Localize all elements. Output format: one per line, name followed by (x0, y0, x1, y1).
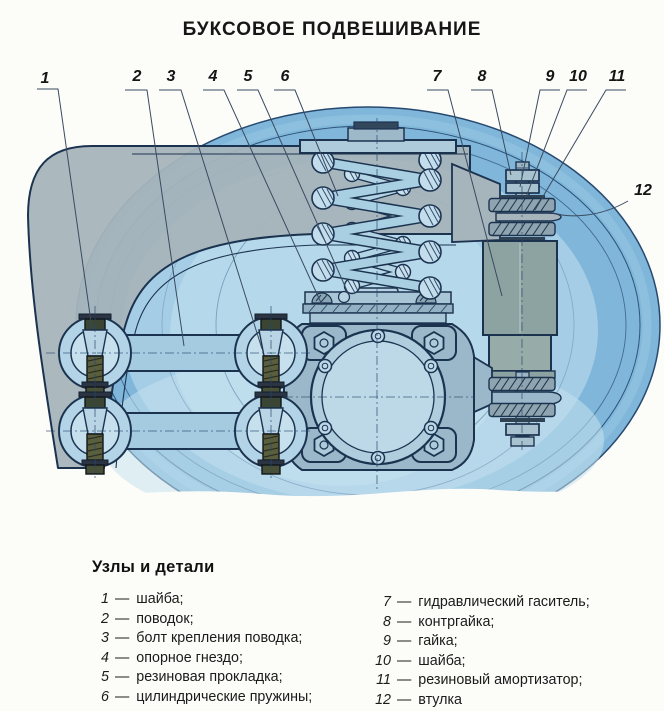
legend-item: 2 — поводок; (92, 610, 392, 630)
leader-lines (37, 88, 629, 350)
axlebox (283, 323, 475, 471)
callout-1: 1 (41, 70, 50, 87)
cylindrical-springs (311, 148, 442, 300)
legend-item: 3 — болт крепления поводка; (92, 629, 392, 649)
legend-left: Узлы и детали 1 — шайба; 2 — поводок; 3 — болт… (92, 558, 392, 708)
legend-item-text: поводок; (136, 610, 194, 627)
callout-8: 8 (478, 68, 487, 85)
legend-item-text: гайка; (418, 633, 458, 650)
dash: — (115, 669, 130, 686)
dash: — (397, 652, 412, 669)
legend-item-number: 2 (101, 610, 109, 627)
cover-bolt (317, 420, 333, 436)
nut (505, 182, 540, 194)
callout-10: 10 (569, 68, 587, 85)
legend-item-number: 7 (383, 594, 391, 610)
page-title: БУКСОВОЕ ПОДВЕШИВАНИЕ (182, 19, 482, 40)
legend-item-text: болт крепления поводка; (136, 630, 303, 647)
legend-item: 11 — резиновый амортизатор; (364, 671, 654, 691)
leader-8 (471, 89, 512, 176)
leader-11 (534, 89, 626, 211)
legend-item-number: 4 (101, 649, 109, 666)
callout-5: 5 (244, 68, 254, 85)
legend-item: 4 — опорное гнездо; (92, 649, 392, 669)
legend-item: 1 — шайба; (92, 590, 392, 610)
leader-3 (159, 89, 263, 350)
dash: — (397, 613, 412, 630)
callout-2: 2 (132, 68, 142, 85)
legend-item-number: 3 (101, 630, 109, 647)
leader-6 (274, 89, 339, 197)
legend-item-number: 1 (101, 591, 109, 607)
callout-numbers: 1 2 3 4 5 6 7 8 9 10 11 12 (41, 68, 652, 199)
legend-item-number: 5 (101, 669, 109, 686)
washer-bottom (500, 418, 545, 422)
cover-bolt (423, 420, 439, 436)
spring-top-plate (299, 121, 457, 154)
legend-item-text: гидравлический гаситель; (418, 594, 590, 610)
dash: — (397, 633, 412, 650)
damper-cylinder-lower (488, 334, 552, 372)
hydraulic-damper (451, 161, 562, 447)
callout-3: 3 (167, 68, 176, 85)
legend-item-number: 12 (375, 691, 391, 708)
callout-4: 4 (208, 68, 218, 85)
legend-item-text: резиновый амортизатор; (418, 672, 583, 689)
legend-heading: Узлы и детали (92, 558, 215, 576)
dash: — (397, 691, 412, 708)
legend-item-number: 8 (383, 613, 391, 630)
legend-item: 9 — гайка; (364, 632, 654, 652)
callout-12: 12 (634, 182, 652, 199)
dash: — (397, 672, 412, 689)
legend-item-number: 6 (101, 688, 109, 705)
dash: — (115, 649, 130, 666)
cover-bolt (317, 358, 333, 374)
leader-9 (519, 89, 560, 188)
centerlines (46, 118, 523, 492)
legend-item-text: втулка (418, 691, 462, 708)
callout-6: 6 (281, 68, 290, 85)
dash: — (115, 591, 130, 607)
legend-item-text: шайба; (136, 591, 184, 607)
legend-item: 6 — цилиндрические пружины; (92, 688, 392, 708)
legend-item: 10 — шайба; (364, 652, 654, 672)
top-mount-tongue (495, 212, 562, 222)
cover-bolt (423, 358, 439, 374)
legend-item-text: опорное гнездо; (136, 649, 243, 666)
dash: — (397, 594, 412, 610)
cover-bolt (370, 450, 386, 466)
legend-item: 8 — контргайка; (364, 613, 654, 633)
legend-item-number: 9 (383, 633, 391, 650)
leader-12 (549, 200, 629, 217)
bottom-mount-tongue (491, 391, 562, 405)
callout-9: 9 (546, 68, 555, 85)
washer-top (500, 195, 545, 199)
spring-support-seat (302, 287, 454, 324)
callout-11: 11 (609, 68, 626, 85)
leader-5 (237, 89, 349, 294)
legend-item: 7 — гидравлический гаситель; (364, 593, 654, 613)
leader-7 (427, 89, 503, 297)
leader-2 (125, 89, 185, 347)
legend-right: 7 — гидравлический гаситель; 8 — контргайка;… (364, 593, 654, 711)
dash: — (115, 688, 130, 705)
legend-item: 5 — резиновая прокладка; (92, 668, 392, 688)
legend-item-number: 10 (375, 652, 391, 669)
legend-item-text: шайба; (418, 652, 466, 669)
cover-bolt (370, 328, 386, 344)
legend-item-number: 11 (376, 672, 391, 689)
callout-7: 7 (433, 68, 443, 85)
background-fade (0, 488, 664, 710)
leader-10 (525, 89, 587, 198)
legend-item-text: цилиндрические пружины; (136, 688, 313, 705)
dash: — (115, 610, 130, 627)
legend-item-text: резиновая прокладка; (136, 669, 283, 686)
legend-item: 12 — втулка (364, 691, 654, 711)
leader-1 (37, 88, 93, 330)
leader-4 (203, 89, 323, 306)
legend-item-text: контргайка; (418, 613, 495, 630)
dash: — (115, 630, 130, 647)
